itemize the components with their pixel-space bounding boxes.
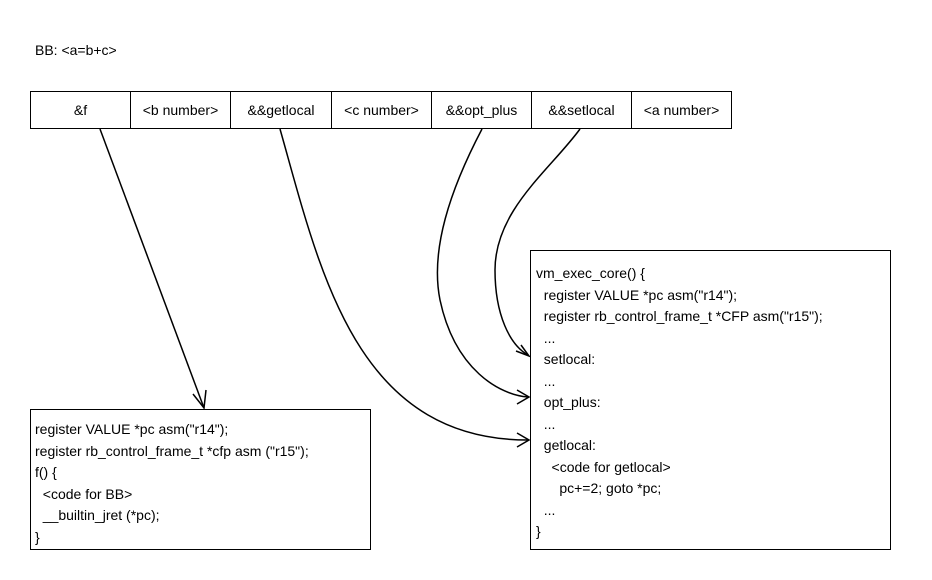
vm-exec-core-box: vm_exec_core() { register VALUE *pc asm(… [530, 250, 891, 550]
code-line: ... [536, 415, 556, 432]
cell-f: &f [31, 92, 131, 128]
code-line: f() { [35, 464, 57, 480]
code-line: register VALUE *pc asm("r14"); [536, 286, 738, 303]
cell-c-number: <c number> [332, 92, 432, 128]
cell-b-number: <b number> [131, 92, 231, 128]
code-line: __builtin_jret (*pc); [35, 507, 160, 523]
code-line: register rb_control_frame_t *CFP asm("r1… [536, 308, 823, 324]
arrow-setlocal-to-vm [494, 128, 581, 358]
code-line: pc+=2; goto *pc; [536, 480, 662, 496]
code-line: register rb_control_frame_t *cfp asm ("r… [35, 442, 309, 459]
arrow-f-to-jit-code [99, 128, 207, 410]
arrow-getlocal-to-vm [279, 128, 531, 448]
code-line: <code for BB> [35, 485, 133, 502]
code-line: ... [536, 329, 556, 346]
code-line: ... [536, 501, 556, 518]
code-line: } [536, 523, 541, 539]
code-line: } [35, 528, 40, 545]
code-line: vm_exec_core() { [536, 265, 645, 281]
code-line: setlocal: [536, 351, 596, 367]
code-line: getlocal: [536, 437, 596, 453]
code-line: <code for getlocal> [536, 458, 671, 475]
code-line: register VALUE *pc asm("r14"); [35, 421, 229, 437]
cell-opt-plus: &&opt_plus [432, 92, 532, 128]
cell-a-number: <a number> [643, 102, 720, 118]
bb-label: BB: <a=b+c> [35, 42, 117, 58]
instruction-sequence: &f <b number> &&getlocal <c number> &&op… [30, 91, 732, 129]
code-line: ... [536, 372, 556, 389]
jit-code-box: register VALUE *pc asm("r14"); register … [30, 409, 371, 550]
cell-setlocal: &&setlocal [532, 92, 632, 128]
cell-getlocal: &&getlocal [231, 92, 332, 128]
code-line: opt_plus: [536, 394, 601, 410]
arrow-opt-plus-to-vm [436, 128, 531, 405]
